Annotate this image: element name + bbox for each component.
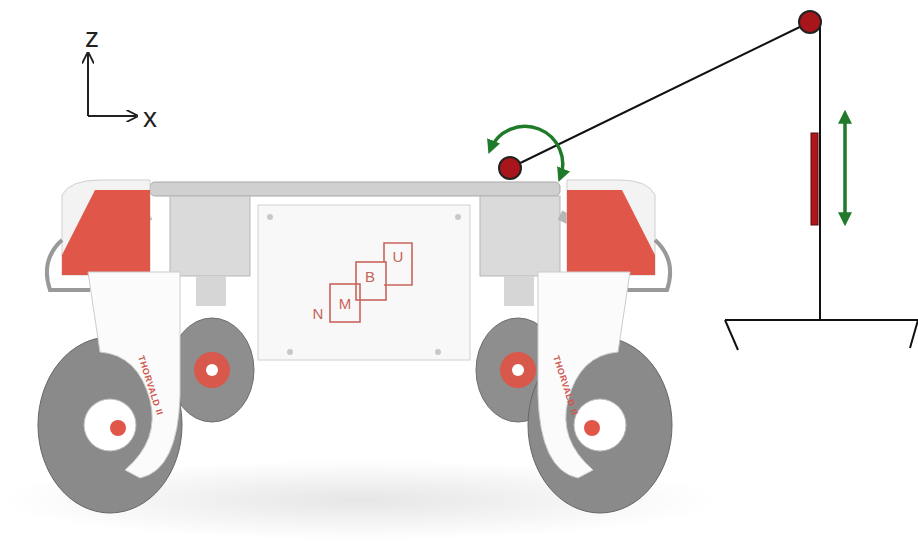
logo-letter: M — [339, 296, 352, 311]
center-plate — [258, 205, 470, 360]
axis-label: z — [85, 24, 99, 52]
logo-letter: U — [393, 249, 404, 264]
kinematic-sketch — [490, 11, 918, 350]
logo-lines — [330, 243, 412, 322]
axes — [88, 54, 136, 116]
logo-letter: N — [313, 306, 324, 321]
wheel-housings — [88, 272, 630, 478]
logo-letter: B — [365, 269, 375, 284]
plate-bolts — [267, 214, 461, 355]
axis-label: x — [143, 104, 157, 132]
